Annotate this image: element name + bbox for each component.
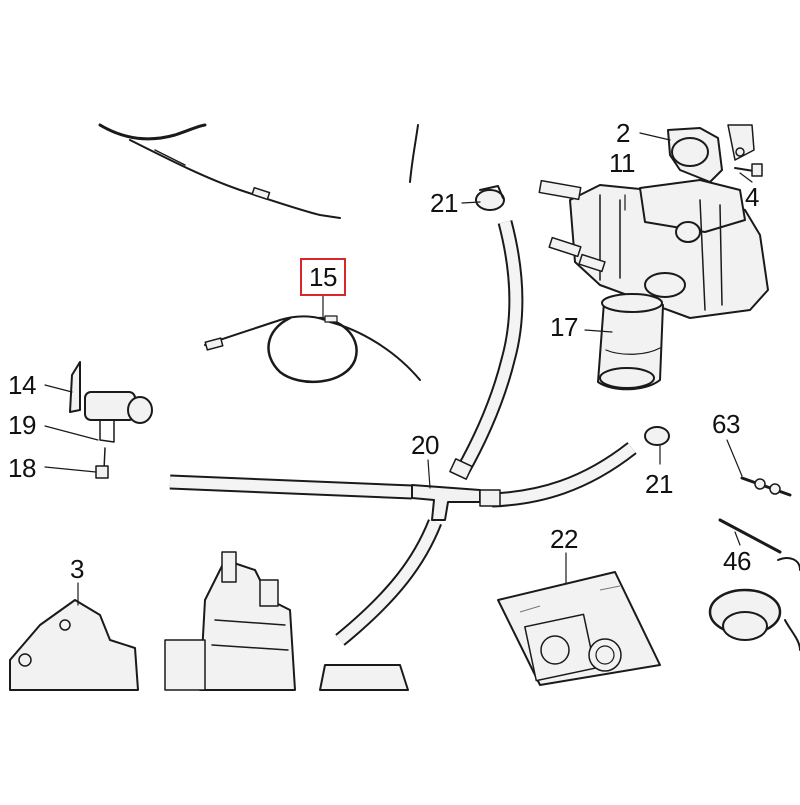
callout-19: 19 (8, 410, 36, 440)
callout-17: 17 (550, 312, 578, 342)
leader-lines (44, 132, 753, 606)
callout-63: 63 (712, 409, 740, 439)
cable-part-15 (204, 315, 421, 384)
carburetor-bottom (164, 551, 409, 691)
callout-20: 20 (411, 430, 439, 460)
bracket-3 (9, 599, 139, 691)
callout-46: 46 (723, 546, 751, 576)
gasket-kit-22 (497, 571, 661, 686)
callout-15-highlighted: 15 (300, 258, 346, 296)
switch-assembly-14 (69, 361, 153, 479)
bushing-46 (708, 518, 800, 651)
cable-top-left (98, 123, 341, 219)
fuel-hoses (169, 220, 670, 646)
wire-top (409, 124, 419, 183)
carburetor-assembly (538, 124, 769, 391)
callout-21-right: 21 (645, 469, 673, 499)
hose-clamp-21-top (475, 185, 505, 211)
callout-21-top: 21 (430, 188, 458, 218)
callout-4: 4 (745, 182, 759, 212)
callout-22: 22 (550, 524, 578, 554)
callout-18: 18 (8, 453, 36, 483)
callout-3: 3 (70, 554, 84, 584)
bolt-63 (740, 476, 792, 497)
callout-2: 2 (616, 118, 630, 148)
callout-14: 14 (8, 370, 36, 400)
callout-11: 11 (609, 148, 636, 178)
